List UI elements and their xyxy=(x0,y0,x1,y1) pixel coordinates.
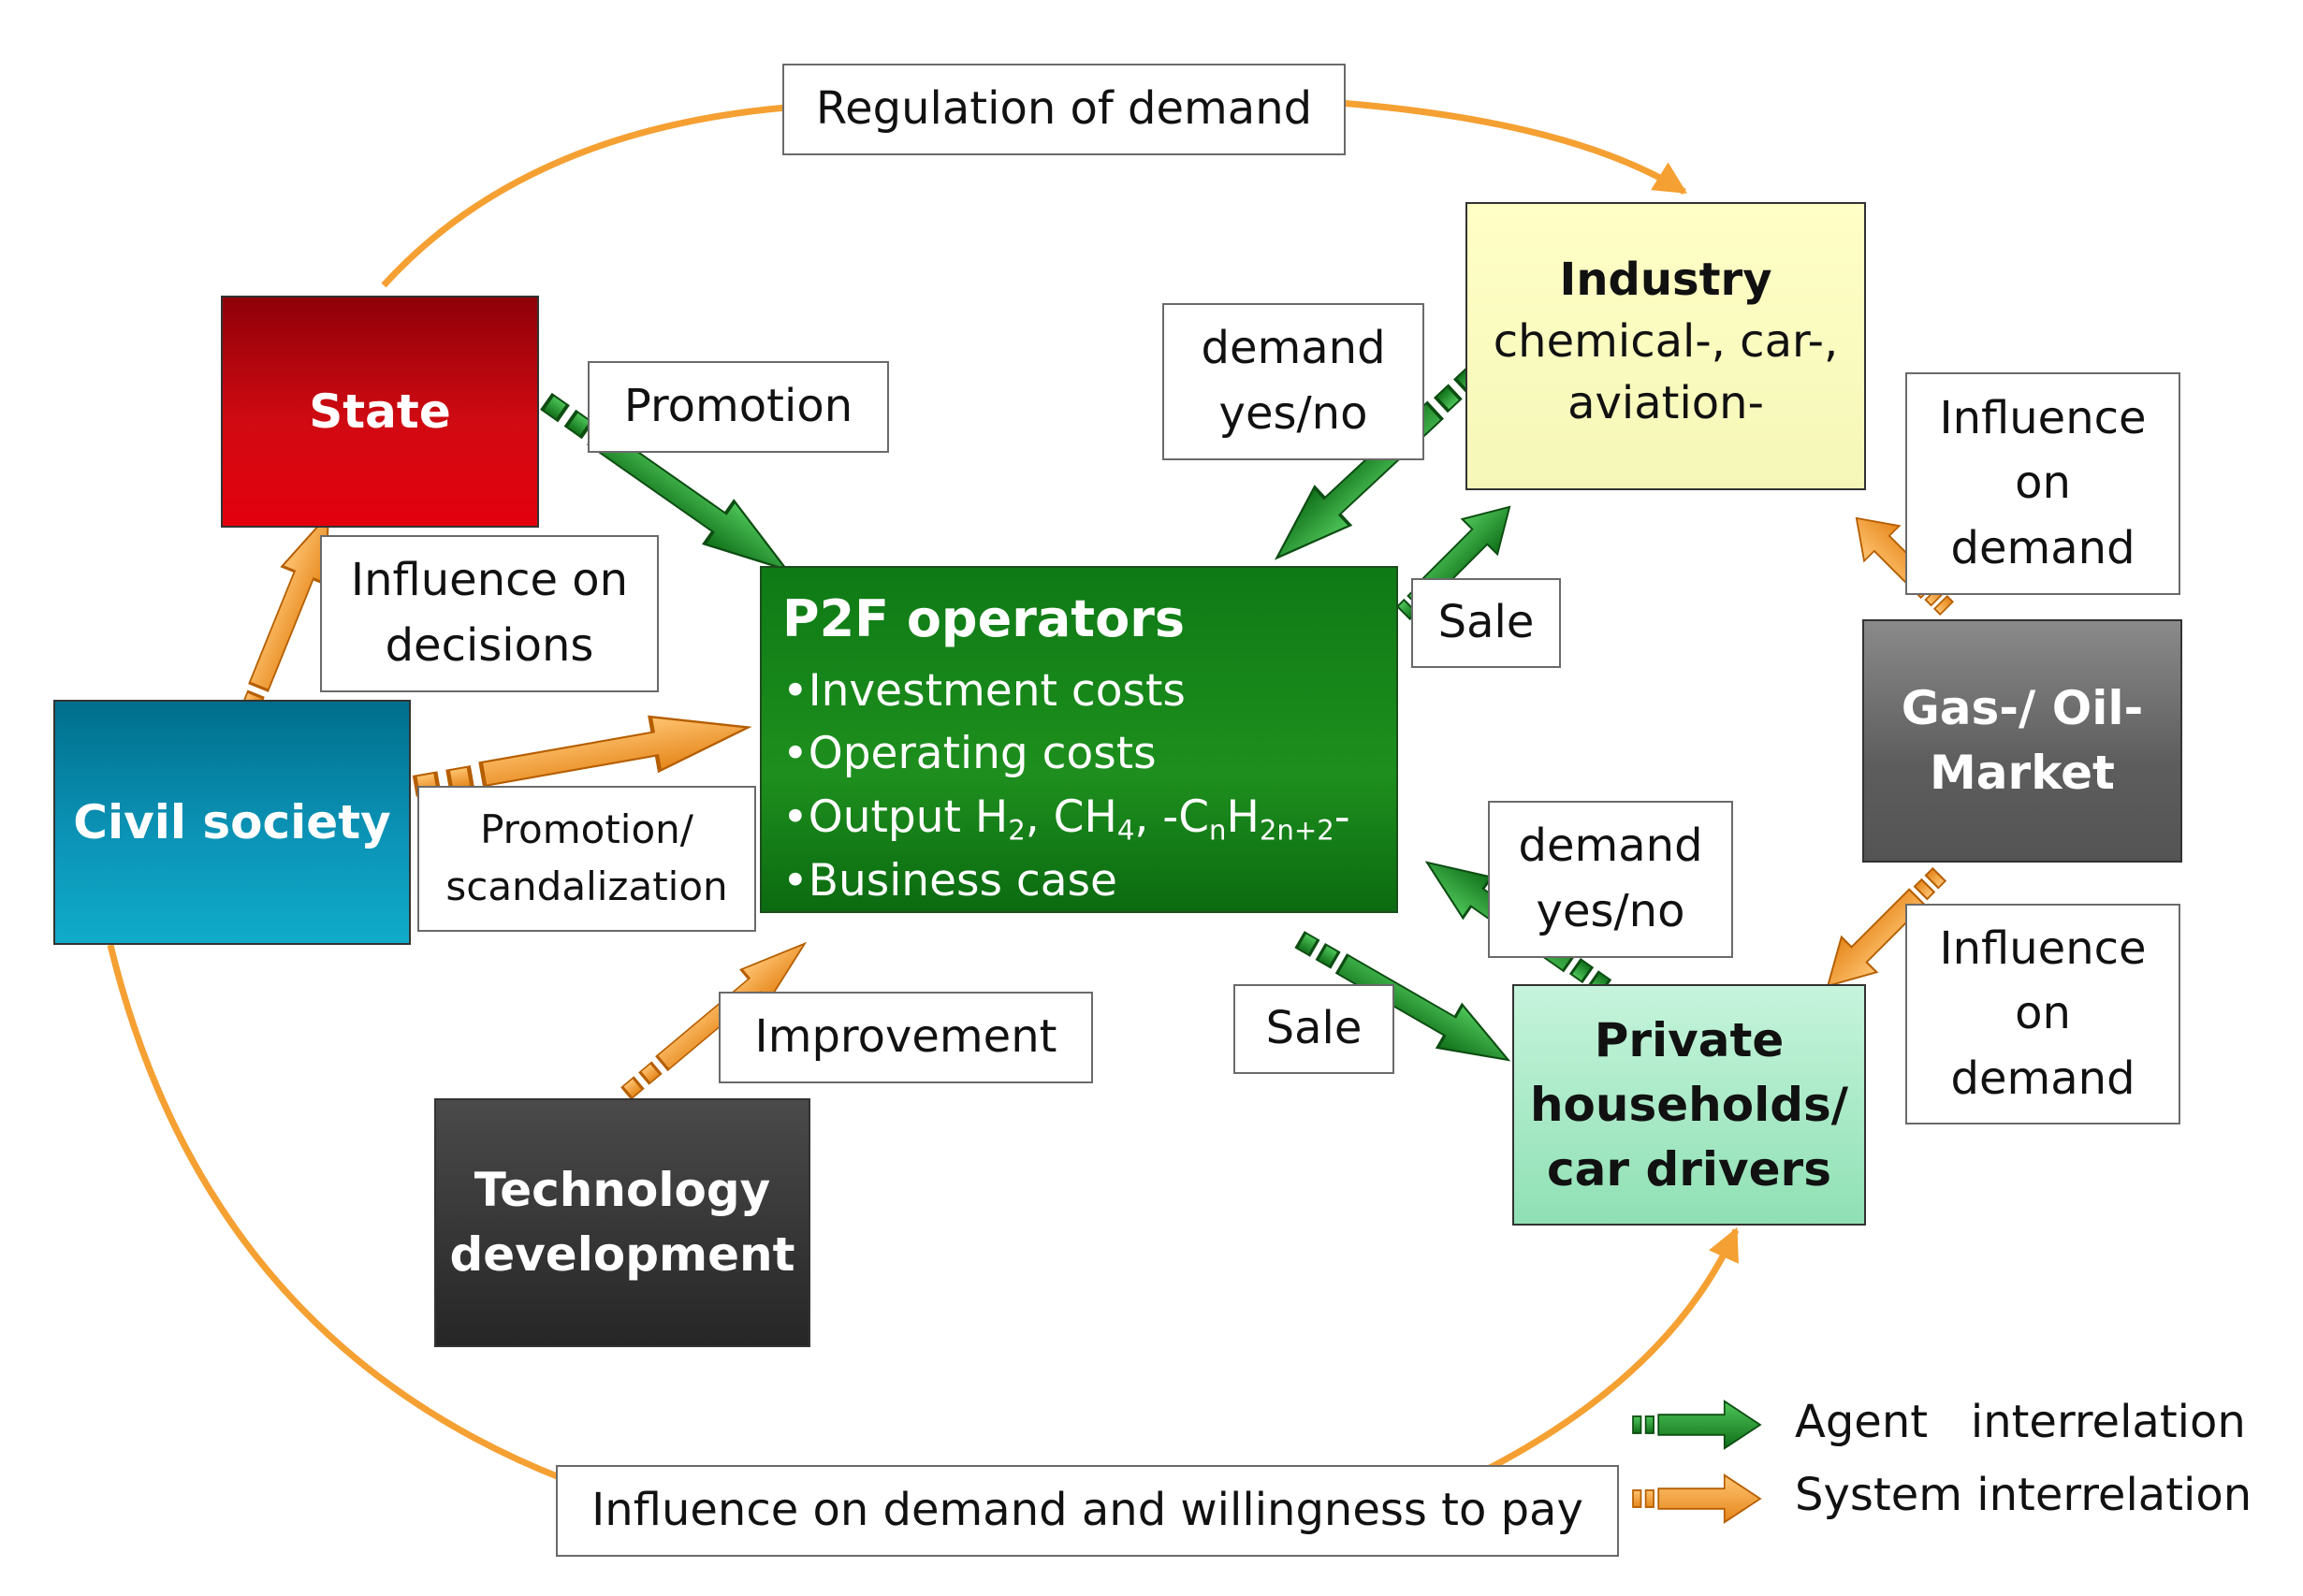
p2f-bullet-business: •Business case xyxy=(782,854,1117,907)
technology-line-1: Technology xyxy=(474,1163,771,1217)
p2f-bullet-output: •Output H2, CH4, -CnH2n+2- xyxy=(782,791,1350,847)
households-line-1: Private xyxy=(1594,1012,1785,1067)
industry-title: Industry xyxy=(1559,254,1772,306)
demand-industry-label: demand yes/no xyxy=(1162,303,1424,460)
households-line-2: households/ xyxy=(1529,1077,1849,1132)
promotion-label: Promotion xyxy=(588,361,889,453)
influence-decisions-label: Influence on decisions xyxy=(320,535,659,692)
civil-society-label: Civil society xyxy=(73,794,391,849)
p2f-title: P2F operators xyxy=(782,589,1185,648)
civil-society-node: Civil society xyxy=(53,700,411,945)
state-node: State xyxy=(221,296,539,528)
industry-line-2: aviation- xyxy=(1567,377,1764,430)
households-line-3: car drivers xyxy=(1547,1141,1831,1197)
technology-line-2: development xyxy=(449,1227,795,1282)
regulation-loop-arrow xyxy=(381,104,787,288)
p2f-operators-node: P2F operators •Investment costs •Operati… xyxy=(760,566,1398,913)
legend-agent-label: Agent interrelation xyxy=(1795,1396,2246,1448)
legend-system-arrow xyxy=(1632,1473,1761,1524)
improvement-label: Improvement xyxy=(719,992,1093,1083)
households-node: Private households/ car drivers xyxy=(1512,984,1866,1226)
technology-node: Technology development xyxy=(434,1098,810,1347)
gas-oil-line-2: Market xyxy=(1930,746,2115,800)
p2f-bullet-investment: •Investment costs xyxy=(782,664,1186,717)
industry-line-1: chemical-, car-, xyxy=(1493,315,1839,369)
industry-node: Industry chemical-, car-, aviation- xyxy=(1465,202,1866,490)
legend-agent-arrow xyxy=(1632,1400,1761,1450)
willingness-loop-arrow xyxy=(107,944,563,1482)
promotion-scandalization-label: Promotion/ scandalization xyxy=(417,786,756,932)
sale-households-label: Sale xyxy=(1233,984,1394,1074)
state-label: State xyxy=(309,384,451,439)
influence-demand-bottom-label: Influence on demand xyxy=(1905,904,2180,1124)
influence-willingness-label: Influence on demand and willingness to p… xyxy=(556,1465,1619,1557)
gas-oil-line-1: Gas-/ Oil- xyxy=(1901,681,2144,735)
regulation-label: Regulation of demand xyxy=(782,64,1346,155)
legend-system-label: System interrelation xyxy=(1795,1469,2252,1521)
demand-households-label: demand yes/no xyxy=(1488,801,1733,958)
influence-demand-top-label: Influence on demand xyxy=(1905,372,2180,595)
sale-industry-label: Sale xyxy=(1411,578,1561,668)
p2f-bullet-operating: •Operating costs xyxy=(782,728,1157,780)
gas-oil-market-node: Gas-/ Oil- Market xyxy=(1862,619,2182,863)
